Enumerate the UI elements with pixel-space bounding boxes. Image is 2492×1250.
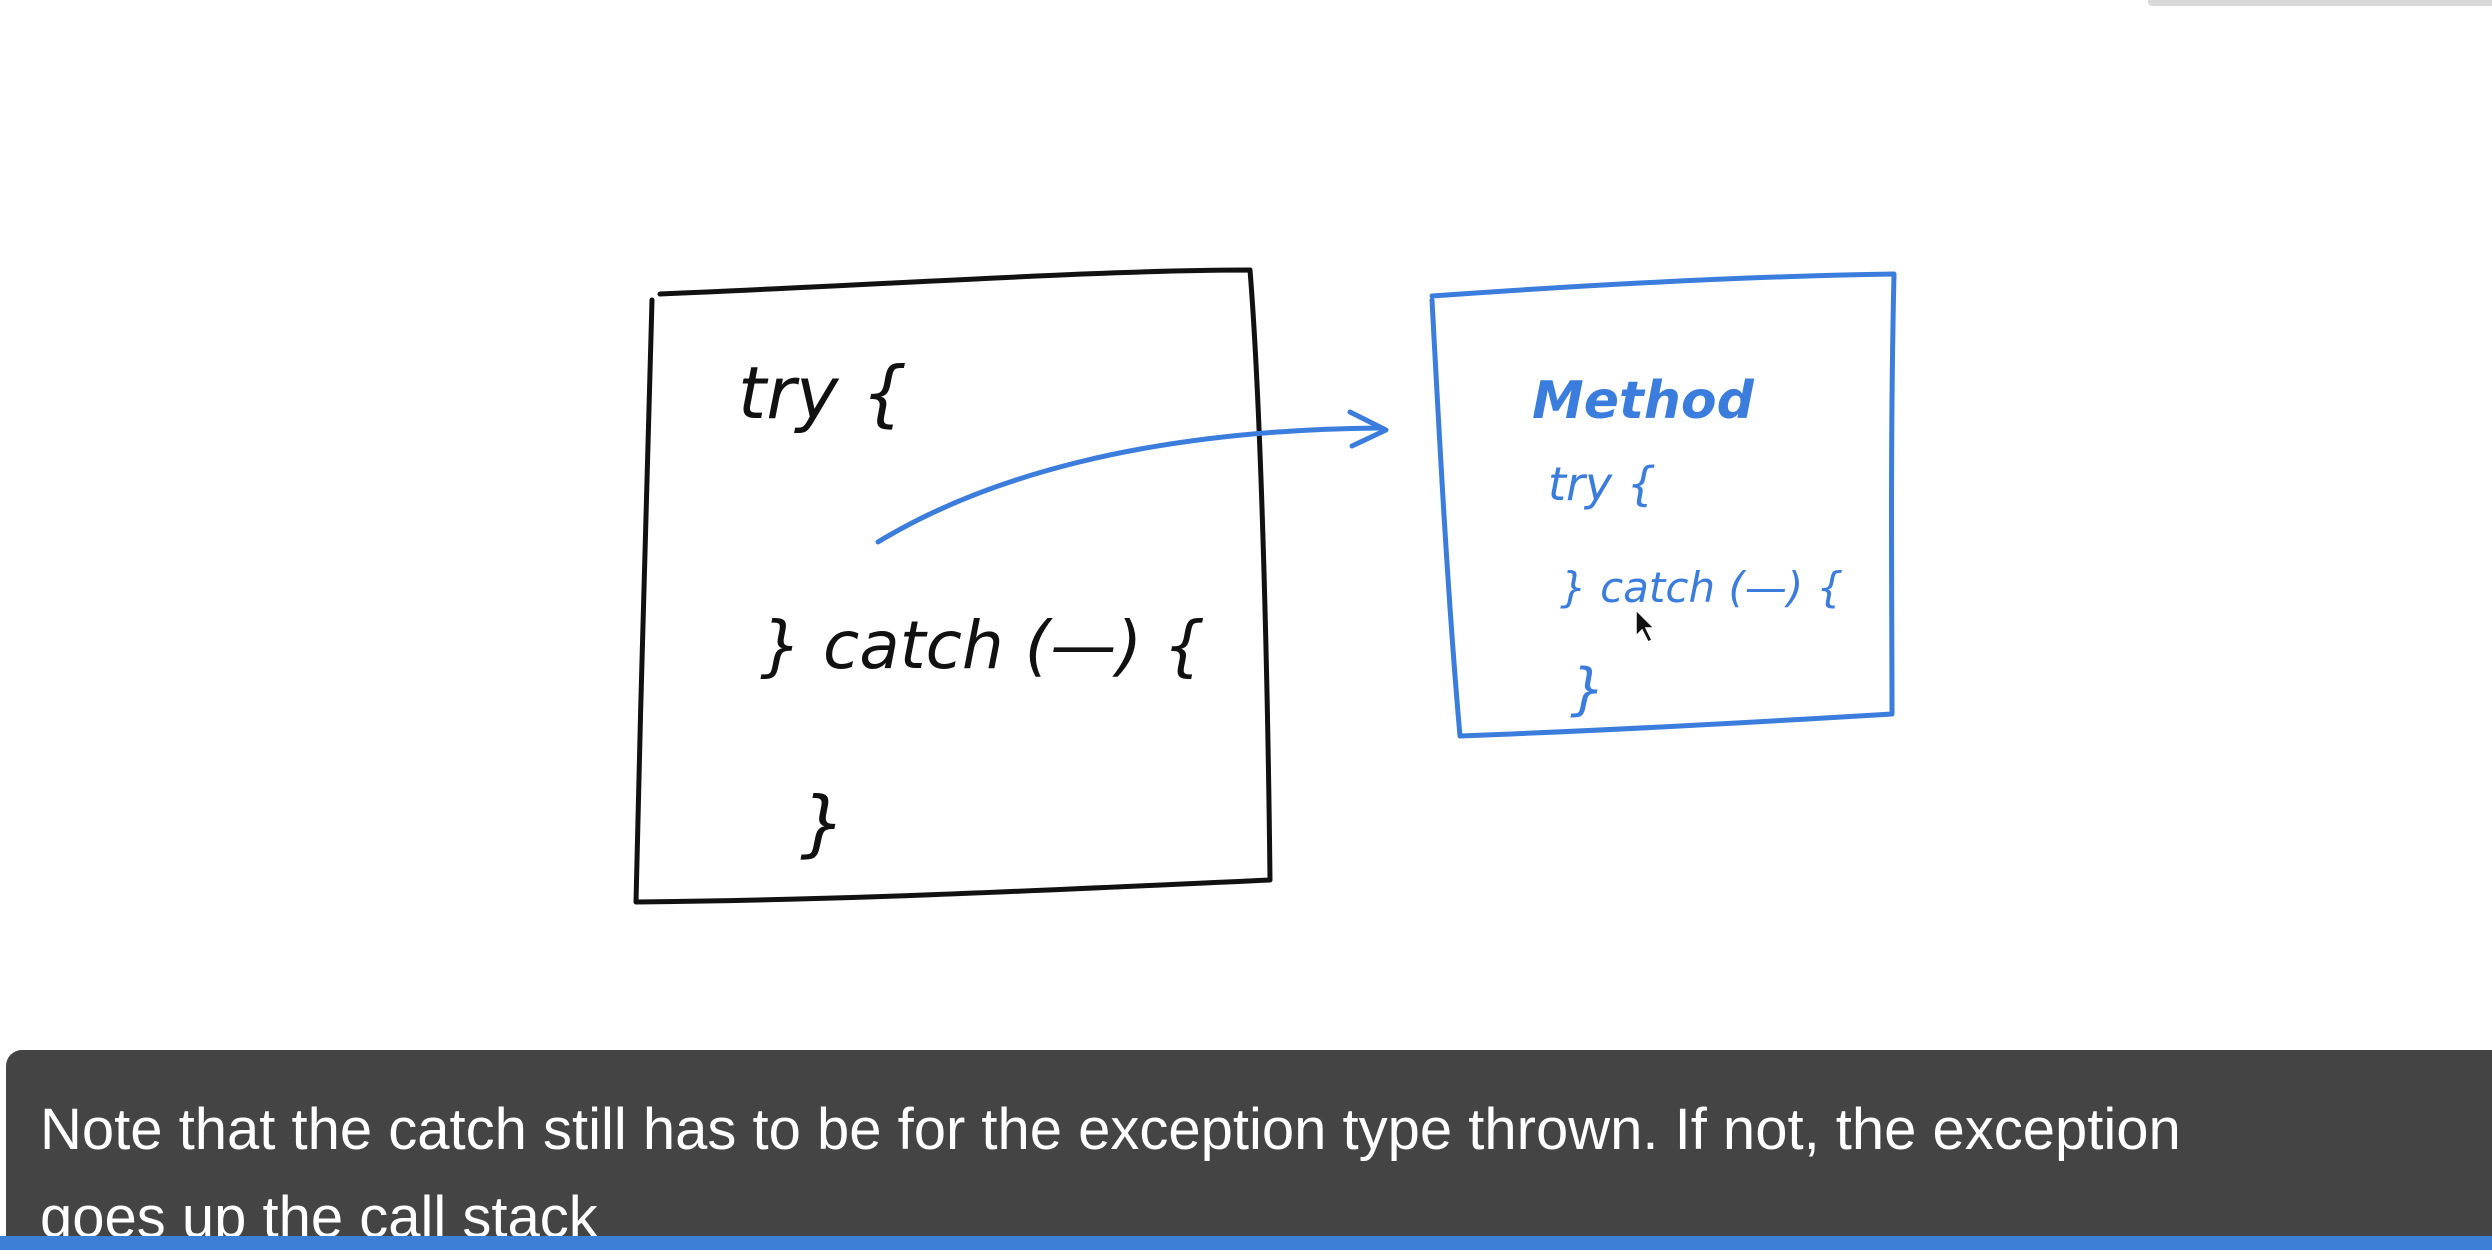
method-close-brace-text: } <box>1570 657 1606 722</box>
outer-close-brace-text: } <box>800 781 846 865</box>
outer-catch-text: } catch (—) { <box>760 607 1205 684</box>
method-box <box>1429 271 1897 739</box>
throw-arrow-curve <box>875 425 1383 545</box>
outer-box-outline <box>633 267 1273 905</box>
method-title-text: Method <box>1532 371 1755 431</box>
method-try-text: try { <box>1548 457 1656 511</box>
outer-try-text: try { <box>738 351 907 435</box>
method-catch-text: } catch (—) { <box>1560 563 1843 612</box>
method-box-outline <box>1429 271 1897 739</box>
arrow-head-icon <box>1347 409 1389 449</box>
outer-try-catch-box <box>633 267 1273 905</box>
caption-text: Note that the catch still has to be for … <box>40 1086 2492 1250</box>
caption-panel: Note that the catch still has to be for … <box>6 1050 2492 1250</box>
top-right-overlay-edge <box>2148 0 2492 6</box>
caption-line-1: Note that the catch still has to be for … <box>40 1097 2181 1162</box>
video-progress-bar[interactable] <box>0 1236 2492 1250</box>
mouse-cursor-icon <box>1635 608 1656 644</box>
throw-arrow <box>875 409 1389 545</box>
